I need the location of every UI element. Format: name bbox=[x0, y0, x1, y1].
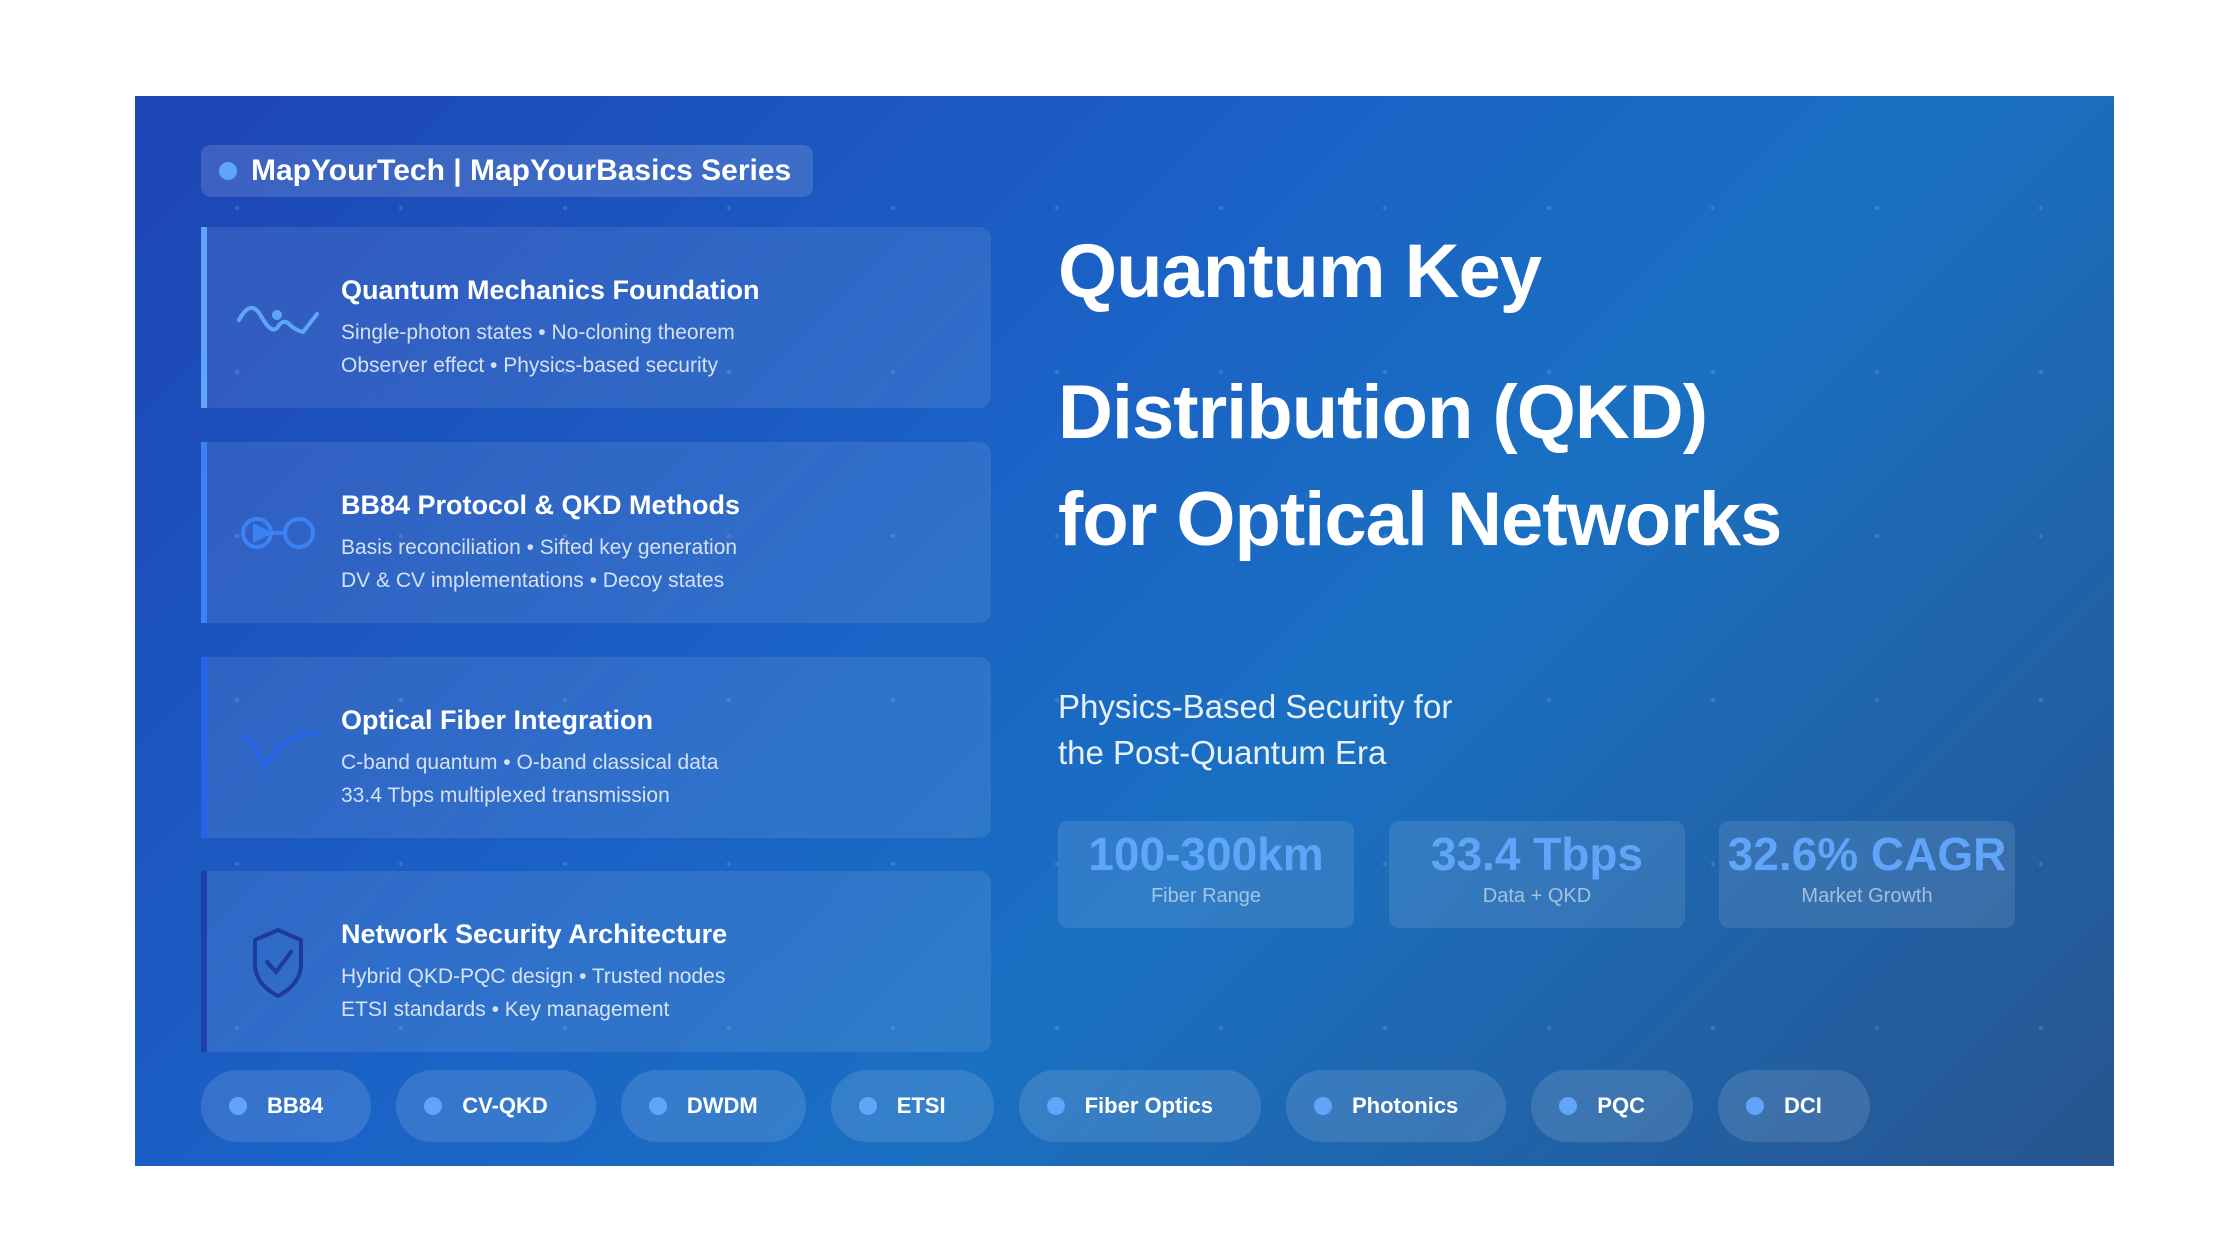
tag-label: Photonics bbox=[1351, 1093, 1459, 1118]
stat-value: 32.6% CAGR bbox=[1727, 828, 2007, 880]
fiber-curve-icon bbox=[241, 729, 319, 773]
bullet-dot-icon bbox=[1745, 1097, 1764, 1115]
tag-etsi: ETSI bbox=[830, 1070, 994, 1142]
hero-subtitle-line1: Physics-Based Security for bbox=[1058, 688, 1453, 725]
card-title: Quantum Mechanics Foundation bbox=[341, 275, 760, 305]
background-dot-grid bbox=[135, 96, 2114, 1166]
stat-data-qkd: 33.4 Tbps Data + QKD bbox=[1389, 821, 1685, 928]
qkd-banner: MapYourTech | MapYourBasics Series Quant… bbox=[135, 96, 2114, 1166]
card-line: ETSI standards • Key management bbox=[341, 998, 670, 1021]
stat-label: Data + QKD bbox=[1482, 885, 1592, 907]
hero-title-line2: Distribution (QKD) bbox=[1058, 370, 1708, 455]
card-title: Network Security Architecture bbox=[341, 919, 728, 949]
card-line: Basis reconciliation • Sifted key genera… bbox=[341, 536, 738, 559]
series-header-badge: MapYourTech | MapYourBasics Series bbox=[201, 145, 814, 197]
tag-label: Fiber Optics bbox=[1084, 1093, 1213, 1118]
series-header-label: MapYourTech | MapYourBasics Series bbox=[251, 154, 792, 187]
tag-label: ETSI bbox=[896, 1093, 946, 1118]
shield-check-icon bbox=[253, 927, 303, 998]
tag-pqc: PQC bbox=[1531, 1070, 1693, 1142]
tag-cv-qkd: CV-QKD bbox=[396, 1070, 596, 1142]
card-line: Single-photon states • No-cloning theore… bbox=[341, 321, 735, 344]
stat-market-growth: 32.6% CAGR Market Growth bbox=[1719, 821, 2015, 928]
bullet-dot-icon bbox=[648, 1097, 667, 1115]
tag-list: BB84 CV-QKD DWDM ETSI Fiber Optics Photo… bbox=[201, 1070, 1870, 1142]
tag-dci: DCI bbox=[1717, 1070, 1870, 1142]
bullet-dot-icon bbox=[219, 162, 237, 180]
card-title: Optical Fiber Integration bbox=[341, 705, 654, 735]
card-bb84-protocol: BB84 Protocol & QKD Methods Basis reconc… bbox=[201, 442, 991, 623]
bullet-dot-icon bbox=[1046, 1097, 1065, 1115]
card-line: DV & CV implementations • Decoy states bbox=[341, 569, 725, 592]
link-icon bbox=[241, 516, 315, 549]
tag-label: BB84 bbox=[267, 1093, 324, 1118]
bullet-dot-icon bbox=[1559, 1097, 1578, 1115]
hero-title-line3: for Optical Networks bbox=[1058, 477, 1782, 562]
bullet-dot-icon bbox=[1313, 1097, 1332, 1115]
wave-icon bbox=[237, 305, 319, 334]
tag-label: PQC bbox=[1597, 1093, 1645, 1118]
stat-label: Market Growth bbox=[1801, 885, 1933, 907]
bullet-dot-icon bbox=[858, 1097, 877, 1115]
hero-subtitle-line2: the Post-Quantum Era bbox=[1058, 734, 1387, 771]
tag-label: DCI bbox=[1783, 1093, 1822, 1118]
tag-photonics: Photonics bbox=[1285, 1070, 1507, 1142]
card-line: Observer effect • Physics-based security bbox=[341, 354, 718, 377]
hero-subtitle: Physics-Based Security for the Post-Quan… bbox=[1058, 684, 1452, 776]
stat-value: 33.4 Tbps bbox=[1430, 828, 1644, 880]
bullet-dot-icon bbox=[229, 1097, 247, 1115]
tag-bb84: BB84 bbox=[201, 1070, 372, 1142]
card-network-security: Network Security Architecture Hybrid QKD… bbox=[201, 871, 991, 1052]
card-line: C-band quantum • O-band classical data bbox=[341, 751, 719, 774]
tag-fiber-optics: Fiber Optics bbox=[1018, 1070, 1261, 1142]
bullet-dot-icon bbox=[424, 1097, 443, 1115]
stat-fiber-range: 100-300km Fiber Range bbox=[1058, 821, 1354, 928]
stat-value: 100-300km bbox=[1088, 828, 1324, 880]
tag-dwdm: DWDM bbox=[620, 1070, 806, 1142]
card-title: BB84 Protocol & QKD Methods bbox=[341, 490, 741, 520]
card-line: 33.4 Tbps multiplexed transmission bbox=[341, 784, 670, 807]
card-quantum-mechanics: Quantum Mechanics Foundation Single-phot… bbox=[201, 227, 991, 408]
tag-label: CV-QKD bbox=[462, 1093, 548, 1118]
card-optical-fiber: Optical Fiber Integration C-band quantum… bbox=[201, 657, 991, 838]
hero-title-line1: Quantum Key bbox=[1058, 229, 1542, 314]
tag-label: DWDM bbox=[686, 1093, 758, 1118]
card-line: Hybrid QKD-PQC design • Trusted nodes bbox=[341, 965, 726, 988]
stat-label: Fiber Range bbox=[1150, 885, 1262, 907]
